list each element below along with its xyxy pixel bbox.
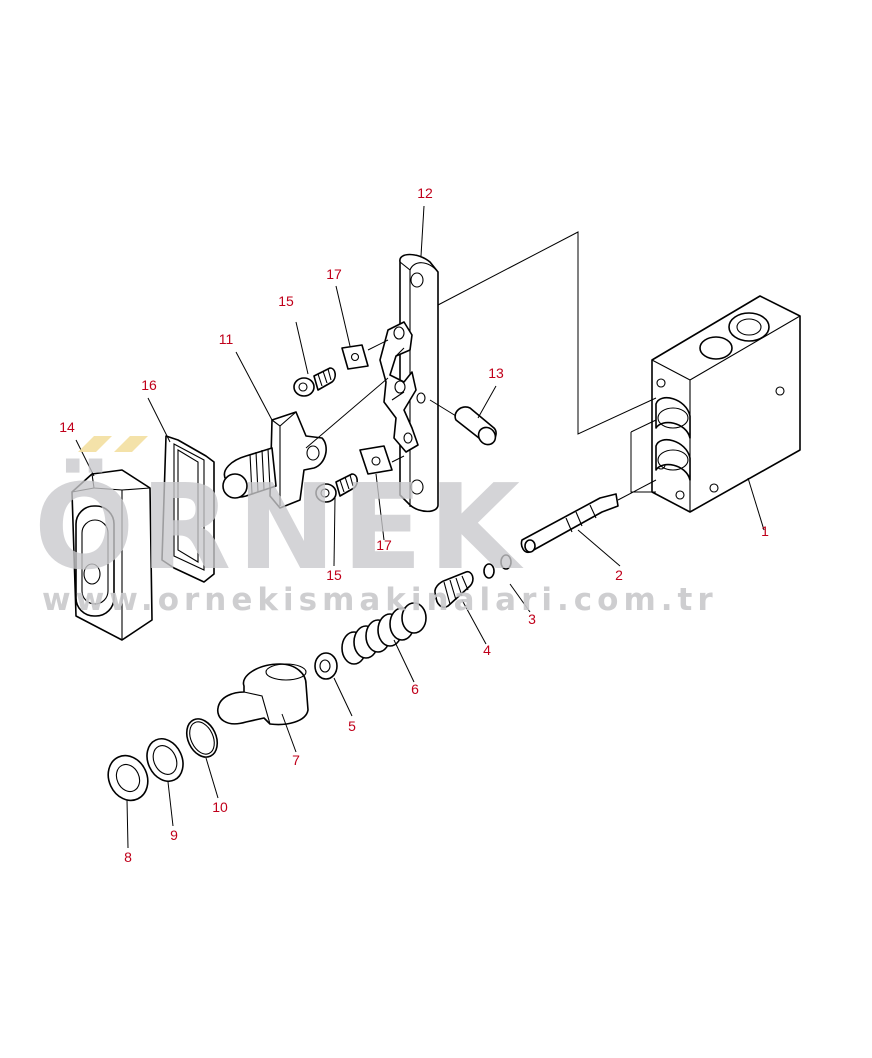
part-17-plate-upper	[341, 344, 369, 370]
callout-13: 13	[488, 365, 504, 381]
watermark-brand: ÖRNEK	[34, 458, 526, 596]
callout-2: 2	[615, 567, 623, 583]
part-13-pin	[454, 406, 497, 446]
part-7-piston	[217, 663, 309, 726]
callout-3: 3	[528, 611, 536, 627]
callout-9: 9	[170, 827, 178, 843]
part-4-spring	[434, 570, 474, 609]
lever-mechanism	[379, 321, 419, 453]
callout-17-upper: 17	[326, 266, 342, 282]
callout-labels: 1 2 3 4 5 6 7 8 9 10 11 12 13 14 15 15 1…	[59, 185, 769, 865]
part-16-gasket	[161, 435, 215, 583]
part-10-o-ring	[185, 718, 219, 758]
part-14-end-cover	[71, 469, 153, 641]
callout-8: 8	[124, 849, 132, 865]
callout-7: 7	[292, 752, 300, 768]
callout-4: 4	[483, 642, 491, 658]
callout-11: 11	[219, 331, 234, 347]
part-15-screw-upper	[293, 367, 336, 397]
part-8-nut	[107, 754, 149, 802]
callout-15-lower: 15	[326, 567, 342, 583]
part-2-spool	[520, 493, 619, 554]
watermark-umlaut-right	[114, 436, 148, 452]
part-9-ring	[146, 738, 184, 782]
callout-17-lower: 17	[376, 537, 392, 553]
callout-15-upper: 15	[278, 293, 294, 309]
watermark: ÖRNEK www.ornekismakinalari.com.tr	[34, 436, 718, 618]
callout-5: 5	[348, 718, 356, 734]
callout-16: 16	[141, 377, 157, 393]
leader-lines	[75, 205, 765, 849]
callout-10: 10	[212, 799, 228, 815]
watermark-umlaut-left	[78, 436, 112, 452]
part-17-plate-lower	[359, 445, 393, 475]
watermark-url: www.ornekismakinalari.com.tr	[42, 582, 718, 618]
callout-6: 6	[411, 681, 419, 697]
part-15-screw-lower	[315, 473, 358, 503]
callout-14: 14	[59, 419, 75, 435]
part-1-valve-body	[651, 295, 801, 513]
callout-12: 12	[417, 185, 433, 201]
callout-1: 1	[761, 523, 769, 539]
part-11-bracket	[222, 411, 327, 509]
part-5-seat	[314, 652, 338, 680]
part-6-spring	[341, 602, 427, 665]
part-3-washers	[483, 554, 512, 579]
